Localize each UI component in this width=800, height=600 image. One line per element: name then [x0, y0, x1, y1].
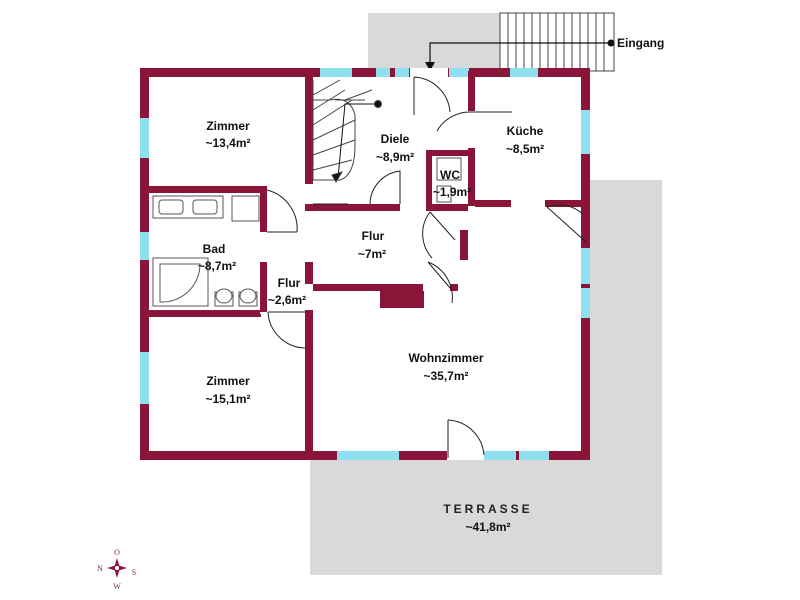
entrance-marker-dot: [607, 39, 615, 47]
room-area-zimmer-south: ~15,1m²: [205, 392, 250, 406]
window: [337, 451, 399, 460]
room-door: [267, 311, 306, 349]
compass-west: W: [113, 582, 121, 591]
window: [140, 118, 149, 158]
interior-stair: [312, 79, 382, 183]
bath-door: [266, 189, 298, 233]
windows: [140, 68, 590, 460]
room-area-flur-main: ~7m²: [358, 247, 386, 261]
room-label-flur-main: Flur: [362, 229, 385, 243]
compass-east: O: [114, 548, 120, 557]
entrance-stairs: [499, 12, 615, 72]
window: [395, 68, 409, 77]
room-area-bad: ~8,7m²: [198, 259, 236, 273]
kitchen-living-door: [546, 204, 587, 243]
diele-door-arc: [369, 170, 401, 205]
entrance-arrow: [425, 39, 615, 71]
terrace-side-area: [590, 180, 662, 460]
room-area-wc: ~1,9m²: [433, 185, 471, 199]
room-area-diele: ~8,9m²: [376, 150, 414, 164]
window: [581, 288, 590, 318]
stair-marker-dot: [374, 100, 382, 108]
kitchen-door: [436, 111, 512, 132]
window: [484, 451, 516, 460]
room-label-zimmer-south: Zimmer: [206, 374, 250, 388]
wc-toilet: [436, 157, 462, 181]
room-labels: Zimmer ~13,4m² Diele ~8,9m² Küche ~8,5m²…: [198, 119, 544, 534]
bath-fixtures: [152, 157, 462, 307]
room-label-diele: Diele: [381, 132, 410, 146]
room-area-wohnzimmer: ~35,7m²: [423, 369, 468, 383]
room-label-wohnzimmer: Wohnzimmer: [408, 351, 483, 365]
doors: [260, 68, 587, 460]
window: [140, 232, 149, 260]
window: [581, 248, 590, 284]
window: [519, 451, 549, 460]
terrace-area-label: ~41,8m²: [465, 520, 510, 534]
terrace-label: TERRASSE: [443, 502, 532, 516]
window: [581, 110, 590, 154]
room-label-flur-small: Flur: [278, 276, 301, 290]
compass-icon: O W N S: [97, 548, 136, 591]
room-label-zimmer-north: Zimmer: [206, 119, 250, 133]
flur-living-door: [427, 261, 453, 304]
window: [140, 352, 149, 404]
window: [376, 68, 390, 77]
entrance-label: Eingang: [617, 36, 664, 50]
room-area-flur-small: ~2,6m²: [268, 293, 306, 307]
terrace-door: [447, 419, 485, 458]
room-area-zimmer-north: ~13,4m²: [205, 136, 250, 150]
window: [510, 68, 538, 77]
window: [449, 68, 469, 77]
compass-south: S: [132, 568, 136, 577]
room-area-kueche: ~8,5m²: [506, 142, 544, 156]
room-label-kueche: Küche: [507, 124, 544, 138]
interior-walls: [149, 71, 590, 455]
compass-north: N: [97, 564, 103, 573]
room-label-wc: WC: [440, 168, 460, 182]
window: [320, 68, 352, 77]
terrace-area: [310, 455, 662, 575]
entrance-door: [413, 76, 451, 115]
wc-door: [422, 211, 456, 259]
interior-floor: [140, 71, 590, 458]
wc-sink: [436, 185, 452, 203]
room-label-bad: Bad: [203, 242, 226, 256]
shower: [231, 195, 260, 222]
